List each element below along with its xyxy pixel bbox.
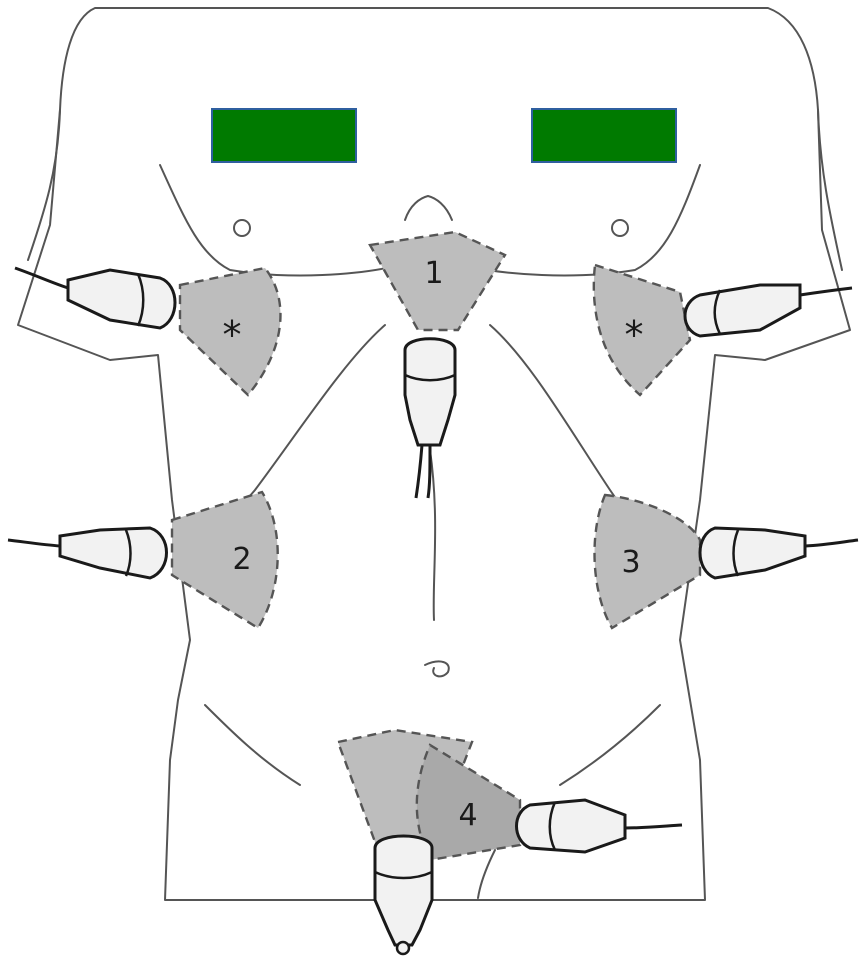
subxiphoid-probe: [405, 339, 455, 498]
left-thorax-probe: [685, 285, 852, 336]
redaction-box-right: [532, 109, 676, 162]
pelvic-longitudinal-probe: [517, 800, 683, 852]
right-upper-quadrant-probe: [8, 528, 167, 578]
zone-2-right-upper-quadrant: [172, 492, 278, 628]
left-thorax-marker: *: [625, 313, 644, 357]
right-thorax-marker: *: [223, 313, 242, 357]
pelvic-transverse-probe: [375, 836, 432, 954]
right-thorax-probe: [15, 268, 175, 328]
left-upper-quadrant-probe: [700, 528, 858, 578]
redaction-box-left: [212, 109, 356, 162]
zone-2-label: 2: [232, 542, 251, 577]
zone-4-label: 4: [458, 798, 477, 833]
zone-3-label: 3: [621, 545, 640, 580]
zone-1-label: 1: [424, 256, 443, 291]
